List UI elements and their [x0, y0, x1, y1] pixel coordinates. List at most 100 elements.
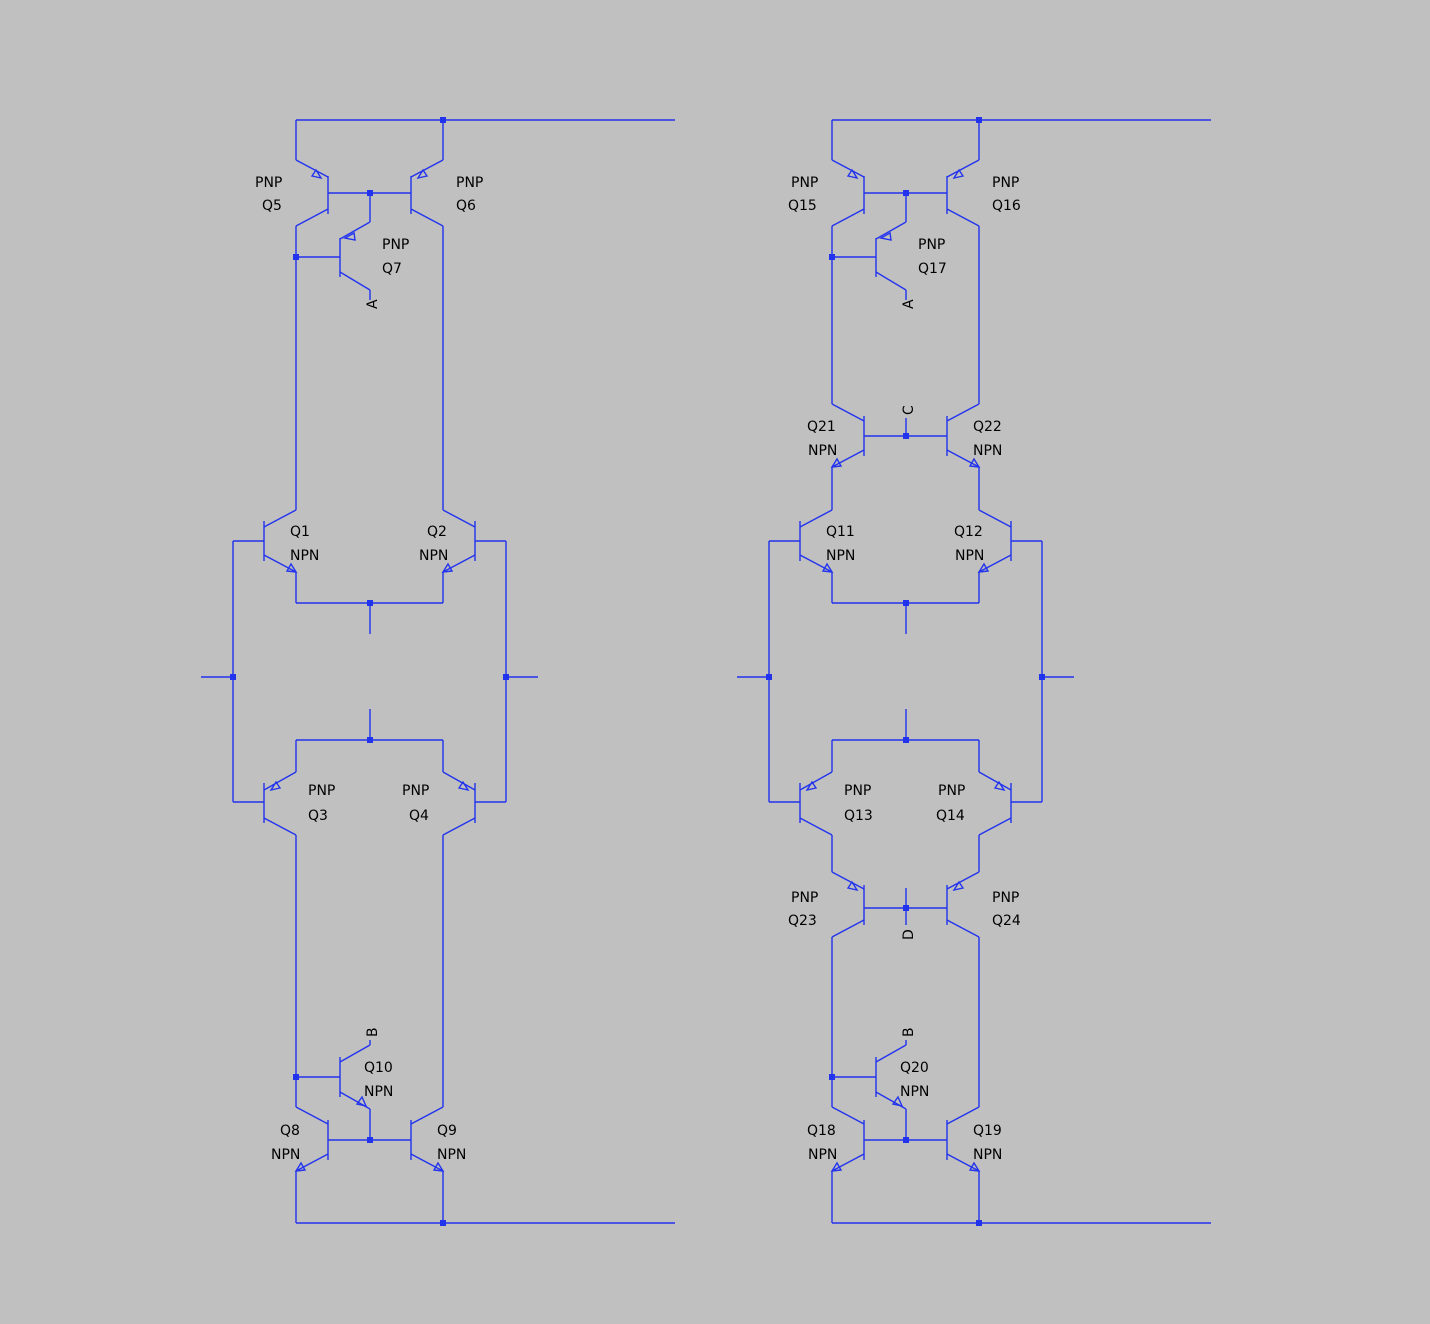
junction-dot	[903, 905, 909, 911]
q12-name-label: Q12	[954, 524, 983, 540]
q14-type-label: PNP	[938, 783, 965, 799]
q23-name-label: Q23	[788, 913, 817, 929]
q8-type-label: NPN	[271, 1147, 300, 1163]
q19-name-label: Q19	[973, 1123, 1002, 1139]
q3-type-label: PNP	[308, 783, 335, 799]
q5-name-label: Q5	[262, 198, 282, 214]
junction-dot	[903, 433, 909, 439]
q4-type-label: PNP	[402, 783, 429, 799]
q9-name-label: Q9	[437, 1123, 457, 1139]
q23-type-label: PNP	[791, 890, 818, 906]
junction-dot	[903, 737, 909, 743]
q2-name-label: Q2	[427, 524, 447, 540]
transistor-q5[interactable]	[295, 120, 329, 257]
transistor-q3[interactable]	[233, 740, 297, 1077]
junction-dot	[976, 1220, 982, 1226]
junction-dot	[367, 190, 373, 196]
transistor-q2[interactable]	[441, 509, 506, 603]
junction-dot	[903, 600, 909, 606]
net-label-c: C	[901, 405, 917, 415]
q5-type-label: PNP	[255, 175, 282, 191]
transistor-q18[interactable]	[830, 1106, 865, 1223]
junction-dot	[766, 674, 772, 680]
q1-type-label: NPN	[290, 548, 319, 564]
junction-dot	[903, 1137, 909, 1143]
q18-name-label: Q18	[807, 1123, 836, 1139]
q8-name-label: Q8	[280, 1123, 300, 1139]
junction-dot	[829, 254, 835, 260]
transistor-q14[interactable]	[978, 740, 1042, 872]
q11-type-label: NPN	[826, 548, 855, 564]
junction-dot	[367, 737, 373, 743]
junction-dot	[440, 1220, 446, 1226]
junction-dot	[976, 117, 982, 123]
q12-type-label: NPN	[955, 548, 984, 564]
junction-dot	[367, 1137, 373, 1143]
q7-name-label: Q7	[382, 261, 402, 277]
transistor-q7[interactable]	[296, 193, 371, 300]
q10-type-label: NPN	[364, 1084, 393, 1100]
net-label-d: D	[901, 929, 917, 940]
transistor-q8[interactable]	[294, 1106, 329, 1223]
transistor-q16[interactable]	[946, 120, 980, 404]
junction-dot	[903, 190, 909, 196]
q24-type-label: PNP	[992, 890, 1019, 906]
q20-name-label: Q20	[900, 1060, 929, 1076]
transistor-q10[interactable]	[296, 1040, 371, 1140]
junction-dot	[829, 1074, 835, 1080]
junction-dot	[293, 254, 299, 260]
transistor-q20[interactable]	[832, 1040, 907, 1140]
q24-name-label: Q24	[992, 913, 1021, 929]
transistor-q13[interactable]	[769, 740, 833, 872]
net-label-b: B	[365, 1027, 381, 1037]
q19-type-label: NPN	[973, 1147, 1002, 1163]
q22-name-label: Q22	[973, 419, 1002, 435]
transistor-q12[interactable]	[977, 509, 1042, 603]
q15-name-label: Q15	[788, 198, 817, 214]
q15-type-label: PNP	[791, 175, 818, 191]
junction-dot	[293, 1074, 299, 1080]
right-circuit: PNP Q15 PNP Q16 PNP Q17 A C Q21 NPN Q22 …	[737, 117, 1211, 1226]
q1-name-label: Q1	[290, 524, 310, 540]
q7-type-label: PNP	[382, 237, 409, 253]
junction-dot	[367, 600, 373, 606]
q6-name-label: Q6	[456, 198, 476, 214]
transistor-q21[interactable]	[830, 403, 865, 510]
q4-name-label: Q4	[409, 808, 429, 824]
q20-type-label: NPN	[900, 1084, 929, 1100]
q3-name-label: Q3	[308, 808, 328, 824]
transistor-q6[interactable]	[410, 120, 444, 510]
q9-type-label: NPN	[437, 1147, 466, 1163]
q18-type-label: NPN	[808, 1147, 837, 1163]
q21-name-label: Q21	[807, 419, 836, 435]
junction-dot	[1039, 674, 1045, 680]
q11-name-label: Q11	[826, 524, 855, 540]
transistor-q11[interactable]	[769, 509, 834, 603]
transistor-q1[interactable]	[233, 509, 298, 603]
q21-type-label: NPN	[808, 443, 837, 459]
junction-dot	[503, 674, 509, 680]
transistor-q23[interactable]	[831, 871, 865, 1077]
junction-dot	[440, 117, 446, 123]
junction-dot	[230, 674, 236, 680]
q14-name-label: Q14	[936, 808, 965, 824]
transistor-q24[interactable]	[946, 871, 980, 1107]
left-circuit: PNP Q5 PNP Q6 PNP Q7 A Q1 NPN Q2 NPN PNP…	[201, 117, 675, 1226]
q10-name-label: Q10	[364, 1060, 393, 1076]
q2-type-label: NPN	[419, 548, 448, 564]
transistor-q17[interactable]	[832, 193, 907, 300]
net-label-a: A	[365, 299, 381, 309]
transistor-q15[interactable]	[831, 120, 865, 257]
q17-name-label: Q17	[918, 261, 947, 277]
net-label-a: A	[901, 299, 917, 309]
q17-type-label: PNP	[918, 237, 945, 253]
q13-type-label: PNP	[844, 783, 871, 799]
q22-type-label: NPN	[973, 443, 1002, 459]
q6-type-label: PNP	[456, 175, 483, 191]
transistor-q4[interactable]	[442, 740, 506, 1107]
q16-type-label: PNP	[992, 175, 1019, 191]
net-label-b: B	[901, 1027, 917, 1037]
q13-name-label: Q13	[844, 808, 873, 824]
q16-name-label: Q16	[992, 198, 1021, 214]
